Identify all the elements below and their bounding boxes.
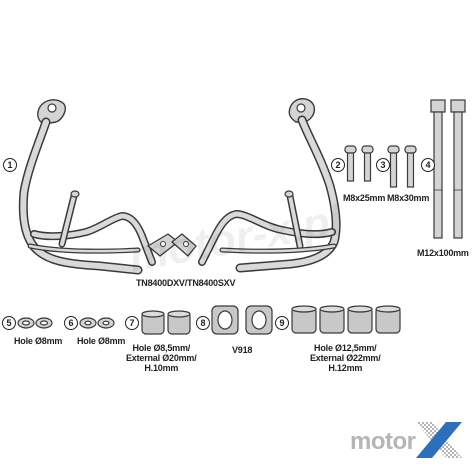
callout-7: 7 xyxy=(125,316,139,330)
callout-8: 8 xyxy=(196,316,210,330)
washer-5-label: Hole Ø8mm xyxy=(14,336,63,346)
bolt-m12x100-label: M12x100mm xyxy=(417,248,469,258)
flat-washers xyxy=(79,317,115,329)
right-crash-bar xyxy=(171,98,341,273)
bolt-m8x25-pair xyxy=(344,145,374,182)
callout-3: 3 xyxy=(376,158,390,172)
spring-washers xyxy=(17,317,53,329)
callout-4: 4 xyxy=(421,158,435,172)
callout-1: 1 xyxy=(3,158,17,172)
bolt-m8x30-pair xyxy=(387,145,417,188)
spacer-9-label: Hole Ø12,5mm/ External Ø22mm/ H.12mm xyxy=(310,343,381,373)
logo-wordmark: motor xyxy=(350,428,416,455)
bolt-m12x100-pair xyxy=(430,99,466,239)
left-crash-bar xyxy=(18,99,179,275)
callout-6: 6 xyxy=(64,316,78,330)
bolt-m8x25-label: M8x25mm xyxy=(343,193,386,203)
spacers-v918 xyxy=(211,305,273,335)
spacers-22mm xyxy=(291,305,401,334)
callout-2: 2 xyxy=(331,158,345,172)
spacers-20mm xyxy=(141,310,191,335)
washer-6-label: Hole Ø8mm xyxy=(77,336,126,346)
motor-x-logo-mark xyxy=(416,422,462,458)
crash-bar-label: TN8400DXV/TN8400SXV xyxy=(136,278,236,288)
callout-5: 5 xyxy=(2,316,16,330)
callout-9: 9 xyxy=(275,316,289,330)
spacer-7-label: Hole Ø8,5mm/ External Ø20mm/ H.10mm xyxy=(126,343,197,373)
bolt-m8x30-label: M8x30mm xyxy=(387,193,430,203)
spacer-8-label: V918 xyxy=(232,345,253,355)
